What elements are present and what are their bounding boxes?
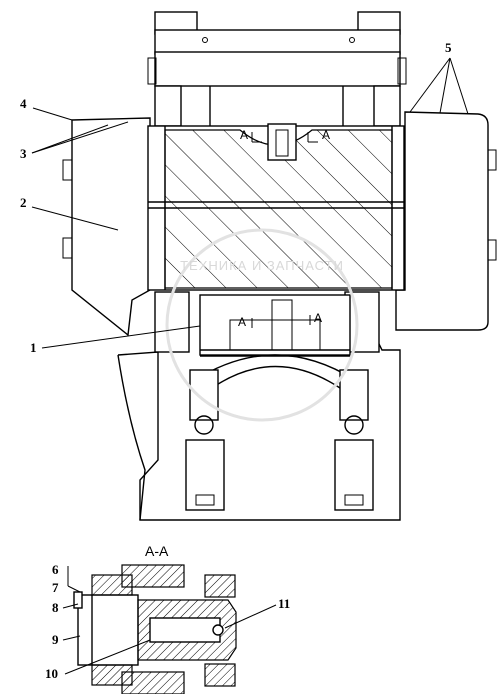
callout-10: 10 [45, 666, 58, 681]
callout-1: 1 [30, 340, 37, 355]
section-mark-a-top-right: A [322, 128, 330, 142]
section-mark-a-top-left: A [240, 128, 248, 142]
callout-2: 2 [20, 195, 27, 210]
section-view-title: A-A [145, 543, 169, 559]
callout-5: 5 [445, 40, 452, 55]
callout-7: 7 [52, 580, 59, 595]
section-mark-a-bottom-left: A [238, 315, 246, 329]
section-mark-a-bottom-right: A [314, 311, 322, 325]
callouts-main: 4 3 2 1 5 [20, 40, 469, 355]
callouts-section: 6 7 8 9 10 11 [45, 562, 290, 681]
callout-6: 6 [52, 562, 59, 577]
axle-arch [185, 354, 374, 511]
section-view-aa: A-A [73, 543, 237, 694]
callout-3: 3 [20, 146, 27, 161]
callout-8: 8 [52, 600, 59, 615]
lower-body [117, 291, 401, 521]
watermark-text: ТЕХНИКА И ЗАПЧАСТИ [180, 258, 344, 273]
callout-4: 4 [20, 96, 27, 111]
section-markers: A A A A [238, 128, 330, 329]
side-housing-left [62, 117, 151, 337]
side-housing-right [395, 111, 497, 331]
callout-11: 11 [278, 596, 290, 611]
upper-frame [147, 11, 407, 127]
callout-9: 9 [52, 632, 59, 647]
watermark: ТЕХНИКА И ЗАПЧАСТИ [165, 228, 359, 422]
